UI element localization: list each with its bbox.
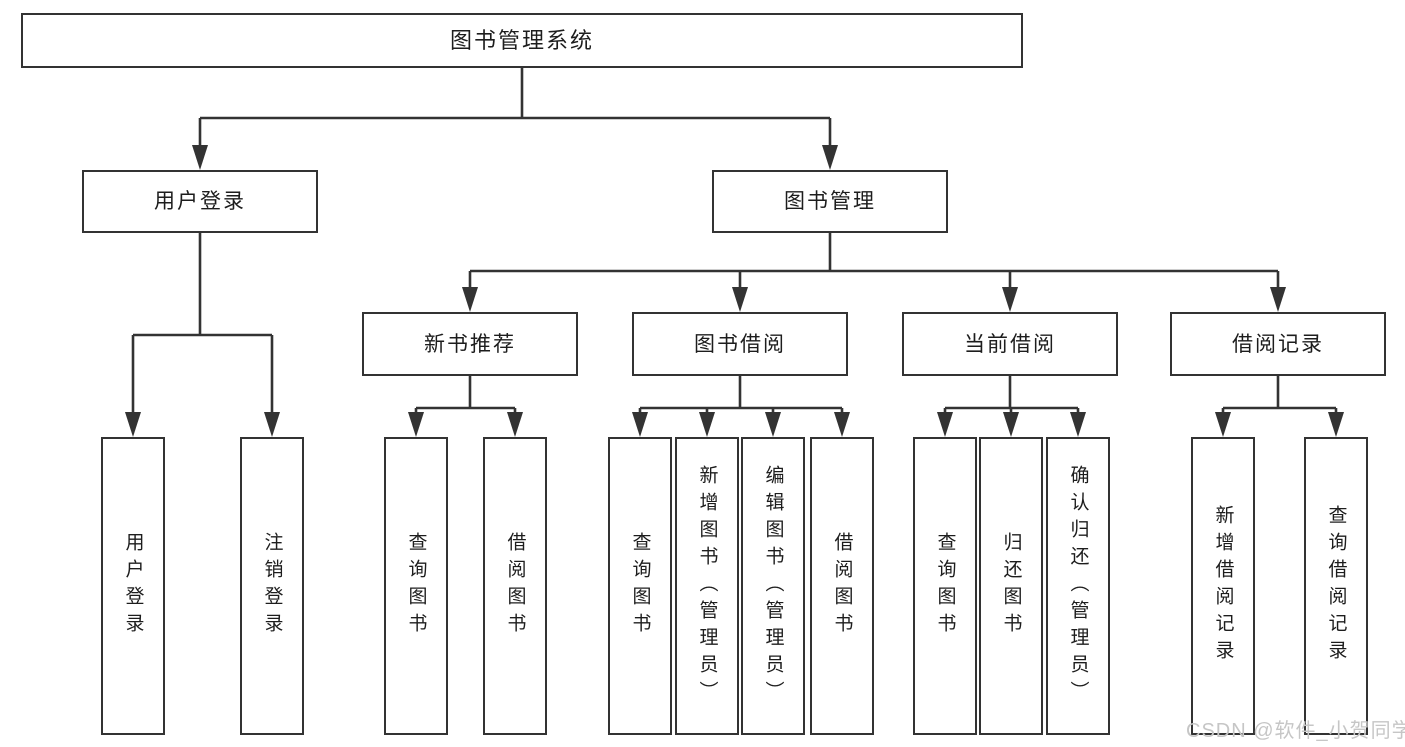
arrowhead-down [1270, 287, 1286, 312]
arrowhead-down [462, 287, 478, 312]
leaf-add-books-admin: 新增图书（管理员） [675, 437, 739, 735]
arrowhead-down [937, 412, 953, 437]
leaf-borrow-books-recommend: 借阅图书 [483, 437, 547, 735]
csdn-watermark: CSDN @软件_小贺同学 [1186, 720, 1405, 742]
node-user-login: 用户登录 [82, 170, 318, 233]
node-borrowing-records: 借阅记录 [1170, 312, 1386, 376]
arrowhead-down [732, 287, 748, 312]
leaf-query-borrow-record: 查询借阅记录 [1304, 437, 1368, 735]
arrowhead-down [1002, 287, 1018, 312]
arrowhead-down [192, 145, 208, 170]
arrowhead-down [822, 145, 838, 170]
node-book-management: 图书管理 [712, 170, 948, 233]
arrowhead-down [699, 412, 715, 437]
leaf-query-books-current: 查询图书 [913, 437, 977, 735]
node-new-book-recommend: 新书推荐 [362, 312, 578, 376]
node-current-borrowing: 当前借阅 [902, 312, 1118, 376]
leaf-add-borrow-record: 新增借阅记录 [1191, 437, 1255, 735]
node-book-borrowing: 图书借阅 [632, 312, 848, 376]
arrowhead-down [834, 412, 850, 437]
arrowhead-down [408, 412, 424, 437]
arrowhead-down [632, 412, 648, 437]
arrowhead-down [1070, 412, 1086, 437]
arrowhead-down [264, 412, 280, 437]
arrowhead-down [1215, 412, 1231, 437]
leaf-return-books: 归还图书 [979, 437, 1043, 735]
leaf-query-books-recommend: 查询图书 [384, 437, 448, 735]
leaf-edit-books-admin: 编辑图书（管理员） [741, 437, 805, 735]
leaf-user-login: 用户登录 [101, 437, 165, 735]
leaf-query-books-borrowing: 查询图书 [608, 437, 672, 735]
node-library-system: 图书管理系统 [21, 13, 1023, 68]
leaf-confirm-return-admin: 确认归还（管理员） [1046, 437, 1110, 735]
arrowhead-down [765, 412, 781, 437]
arrowhead-down [1003, 412, 1019, 437]
arrowhead-down [1328, 412, 1344, 437]
arrowhead-down [125, 412, 141, 437]
arrowhead-down [507, 412, 523, 437]
leaf-borrow-books: 借阅图书 [810, 437, 874, 735]
leaf-logout: 注销登录 [240, 437, 304, 735]
